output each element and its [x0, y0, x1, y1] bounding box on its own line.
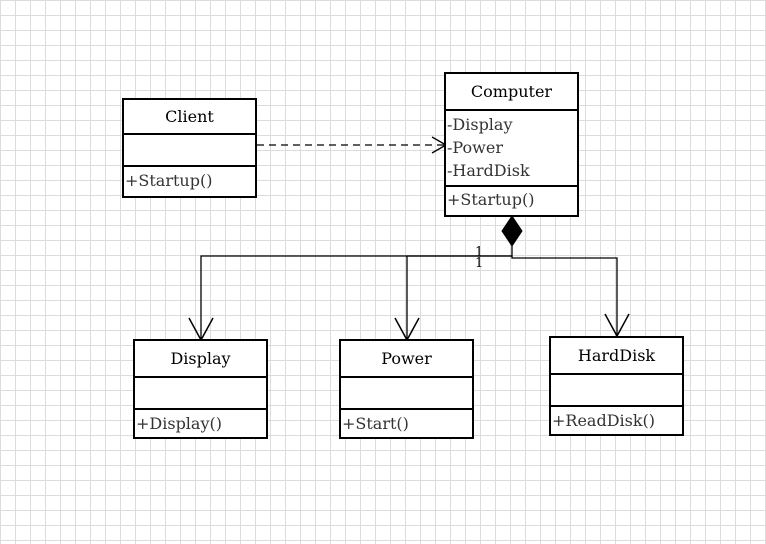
composition-diamond — [501, 215, 523, 247]
multiplicity-label-upper: 1 — [475, 245, 484, 260]
class-display[interactable]: Display +Display() — [133, 339, 268, 439]
class-power-operations: +Start() — [341, 410, 472, 437]
class-power[interactable]: Power +Start() — [339, 339, 474, 439]
class-client-attributes — [124, 135, 255, 167]
operation-start: +Start() — [342, 414, 409, 433]
composition-line-display — [200, 246, 513, 339]
class-client-name: Client — [124, 100, 255, 135]
operation-display: +Display() — [136, 414, 222, 433]
class-client-operations: +Startup() — [124, 167, 255, 195]
class-display-name: Display — [135, 341, 266, 378]
operation-readdisk: +ReadDisk() — [552, 411, 656, 430]
multiplicity-label-lower: 1 — [475, 256, 484, 271]
class-display-operations: +Display() — [135, 410, 266, 437]
operation-startup: +Startup() — [125, 171, 213, 190]
class-client[interactable]: Client +Startup() — [122, 98, 257, 198]
class-power-attributes — [341, 378, 472, 410]
class-computer[interactable]: Computer -Display -Power -HardDisk +Star… — [444, 72, 579, 217]
class-computer-name: Computer — [446, 74, 577, 111]
operation-startup: +Startup() — [447, 190, 535, 209]
attribute-display: -Display — [447, 115, 513, 134]
class-power-name: Power — [341, 341, 472, 378]
composition-line-power — [406, 255, 512, 339]
class-harddisk-name: HardDisk — [551, 338, 682, 375]
class-harddisk-operations: +ReadDisk() — [551, 407, 682, 434]
class-display-attributes — [135, 378, 266, 410]
class-harddisk[interactable]: HardDisk +ReadDisk() — [549, 336, 684, 436]
class-harddisk-attributes — [551, 375, 682, 407]
attribute-power: -Power — [447, 138, 503, 157]
composition-line-harddisk — [511, 256, 618, 336]
class-computer-operations: +Startup() — [446, 187, 577, 215]
class-computer-attributes: -Display -Power -HardDisk — [446, 111, 577, 187]
attribute-harddisk: -HardDisk — [447, 161, 530, 180]
